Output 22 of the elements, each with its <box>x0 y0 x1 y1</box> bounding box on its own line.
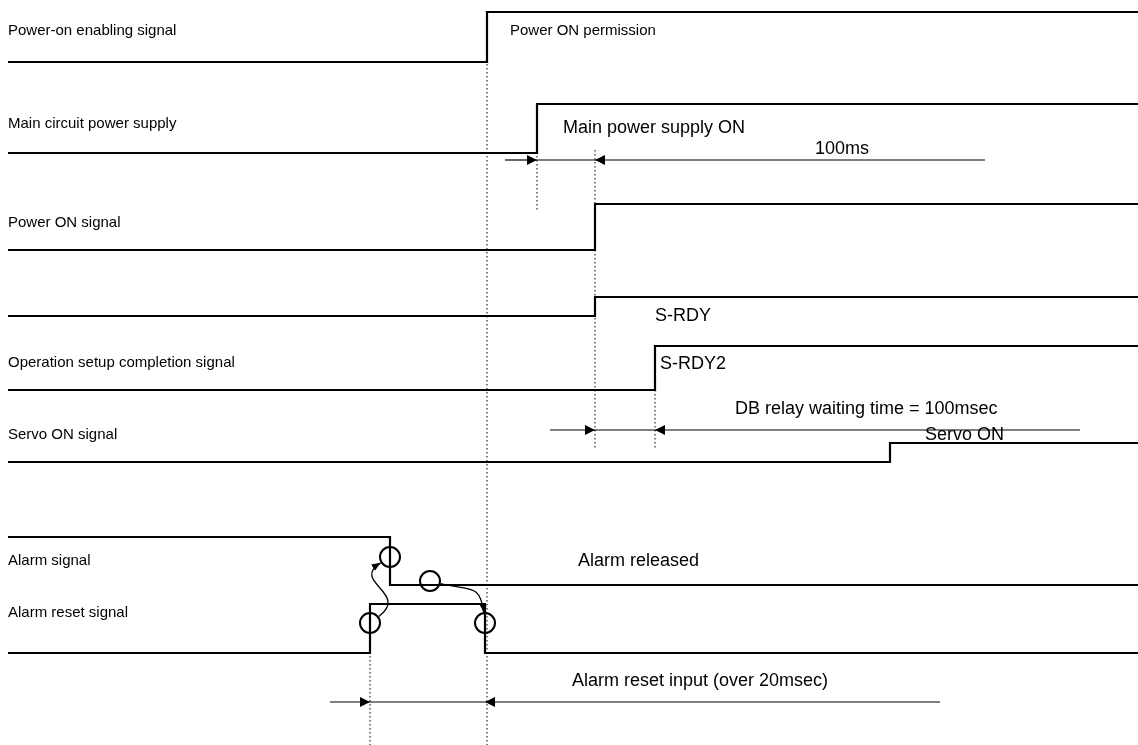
state-label: Servo ON <box>925 424 1005 445</box>
state-label: Power ON permission <box>510 21 656 39</box>
marker-circle <box>379 546 401 568</box>
signal-name: Operation setup completion signal <box>8 353 235 371</box>
signal-name: Alarm reset signal <box>8 603 129 621</box>
marker-circle <box>474 612 496 634</box>
signal-name: Power-on enabling signal <box>8 21 177 39</box>
signal-name: Main circuit power supply <box>8 114 177 132</box>
state-label: Alarm released <box>578 550 700 571</box>
signal-name: Alarm signal <box>8 551 91 569</box>
signal-name: Servo ON signal <box>8 425 118 443</box>
curved-arrow <box>440 583 486 613</box>
timing-value: Alarm reset input (over 20msec) <box>572 670 829 691</box>
signal-name: Power ON signal <box>8 213 121 231</box>
curved-arrow <box>371 562 389 618</box>
timing-value: 100ms <box>815 138 870 159</box>
marker-circle <box>359 612 381 634</box>
marker-circle <box>419 570 441 592</box>
timing-value: DB relay waiting time = 100msec <box>735 398 998 419</box>
state-label: S-RDY2 <box>660 353 726 374</box>
state-label: Main power supply ON <box>563 117 746 138</box>
state-label: S-RDY <box>655 305 711 326</box>
